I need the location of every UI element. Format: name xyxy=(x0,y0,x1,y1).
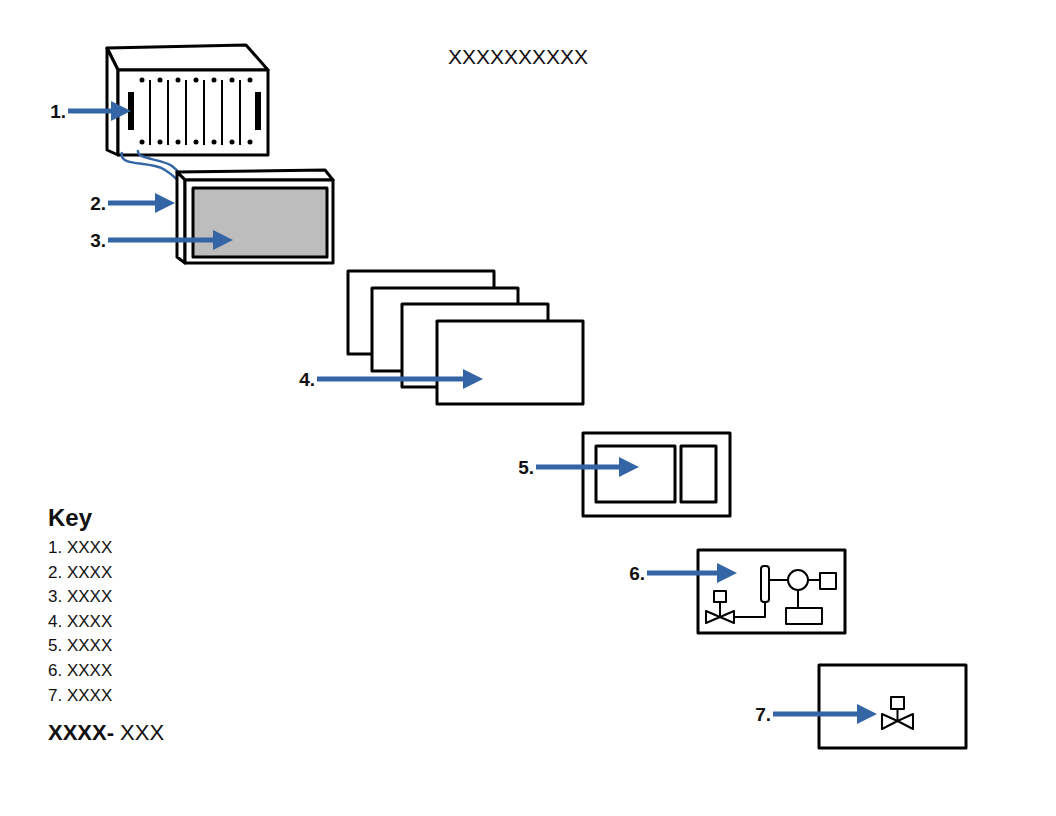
operator-panel xyxy=(177,170,333,263)
callout-number: 3. xyxy=(90,231,106,250)
key-item: 2. XXXX xyxy=(48,564,112,581)
callout-number: 7. xyxy=(755,705,771,724)
key-item: 5. XXXX xyxy=(48,637,112,654)
callout-number: 1. xyxy=(50,102,66,121)
callout-number: 4. xyxy=(299,370,315,389)
callout-arrows xyxy=(68,111,868,714)
callout-number: 5. xyxy=(518,458,534,477)
callout-number: 2. xyxy=(90,194,106,213)
key-note-term: XXXX- xyxy=(48,722,114,744)
device-screen xyxy=(819,665,966,748)
key-item: 6. XXXX xyxy=(48,662,112,679)
key-item: 1. XXXX xyxy=(48,539,112,556)
key-item: 4. XXXX xyxy=(48,613,112,630)
key-heading: Key xyxy=(48,506,92,530)
screen-stack xyxy=(348,271,583,404)
diagram-title: XXXXXXXXXX xyxy=(448,46,588,67)
process-screen xyxy=(698,550,845,633)
key-item: 3. XXXX xyxy=(48,588,112,605)
key-item: 7. XXXX xyxy=(48,687,112,704)
split-screen xyxy=(583,433,730,516)
key-note-text: XXX xyxy=(120,722,164,744)
callout-number: 6. xyxy=(629,564,645,583)
rack-chassis xyxy=(107,45,268,155)
